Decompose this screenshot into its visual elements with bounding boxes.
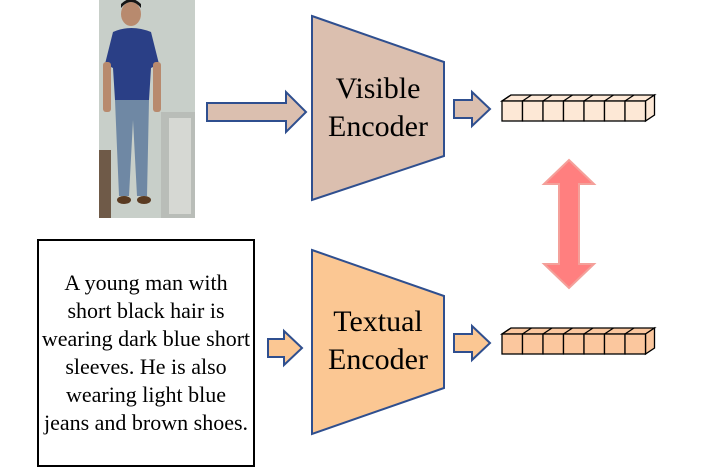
photo-doorframe: [99, 150, 111, 218]
person-jeans: [115, 100, 149, 196]
person-head: [121, 2, 141, 26]
visible-feature-cell: [603, 100, 626, 122]
visible-feature-cell: [624, 100, 647, 122]
visible-feature-cell-edge: [563, 94, 573, 102]
visible-feature-vector: [499, 93, 657, 123]
visible-encoder-label-line1: Visible: [335, 72, 421, 105]
person-left-arm: [103, 62, 111, 112]
visible-feature-cell-edge: [583, 94, 594, 102]
visible-feature-cell-edge: [604, 94, 614, 102]
textual-feature-cell-edge: [624, 327, 635, 335]
textual-feature-cell: [583, 333, 606, 355]
arrow-textual-encoder-to-feature: [453, 323, 492, 363]
textual-feature-cell: [562, 333, 585, 355]
visible-encoder-label-line2: Encoder: [328, 110, 428, 143]
textual-feature-cell: [542, 333, 565, 355]
textual-feature-cell: [521, 333, 544, 355]
person-left-shoe: [117, 196, 131, 204]
textual-feature-cell-edge: [522, 327, 532, 335]
textual-encoder-label: Textual Encoder: [312, 303, 444, 379]
visible-feature-cell-edge: [624, 94, 635, 102]
visible-feature-cell-edge: [522, 94, 532, 102]
person-photo-drawing: [99, 0, 195, 218]
visible-feature-cell: [562, 100, 585, 122]
arrow-visible-encoder-to-feature: [453, 89, 492, 129]
textual-feature-cell-edge: [583, 327, 594, 335]
textual-encoder-label-line1: Textual: [333, 305, 423, 338]
textual-feature-cell-edge: [563, 327, 573, 335]
person-shirt: [105, 28, 159, 100]
textual-encoder-label-line2: Encoder: [328, 343, 428, 376]
visible-feature-cell: [542, 100, 565, 122]
visible-feature-cell: [583, 100, 606, 122]
alignment-double-arrow: [541, 158, 597, 290]
textual-feature-cell: [603, 333, 626, 355]
person-right-shoe: [137, 196, 151, 204]
visible-encoder-shape: [311, 14, 445, 202]
arrow-caption-to-textual-encoder: [267, 328, 304, 368]
textual-feature-vector: [499, 326, 657, 356]
textual-feature-cell: [624, 333, 647, 355]
caption-box: A young man with short black hair is wea…: [37, 239, 255, 467]
visible-feature-cell-edge: [501, 94, 512, 102]
person-right-arm: [153, 62, 161, 112]
textual-encoder-shape: [311, 248, 445, 436]
visible-feature-cell: [501, 100, 524, 122]
textual-feature-cell-edge: [604, 327, 614, 335]
arrow-image-to-visible-encoder: [206, 89, 308, 135]
person-photo: [99, 0, 195, 218]
person-hair: [121, 0, 141, 8]
caption-text: A young man with short black hair is wea…: [41, 270, 251, 435]
textual-feature-cell-edge: [542, 327, 553, 335]
photo-cabinet: [169, 118, 191, 214]
textual-feature-cell: [501, 333, 524, 355]
visible-encoder-label: Visible Encoder: [312, 70, 444, 146]
visible-feature-cell-edge: [542, 94, 553, 102]
textual-feature-cell-edge: [501, 327, 512, 335]
visible-feature-cell: [521, 100, 544, 122]
